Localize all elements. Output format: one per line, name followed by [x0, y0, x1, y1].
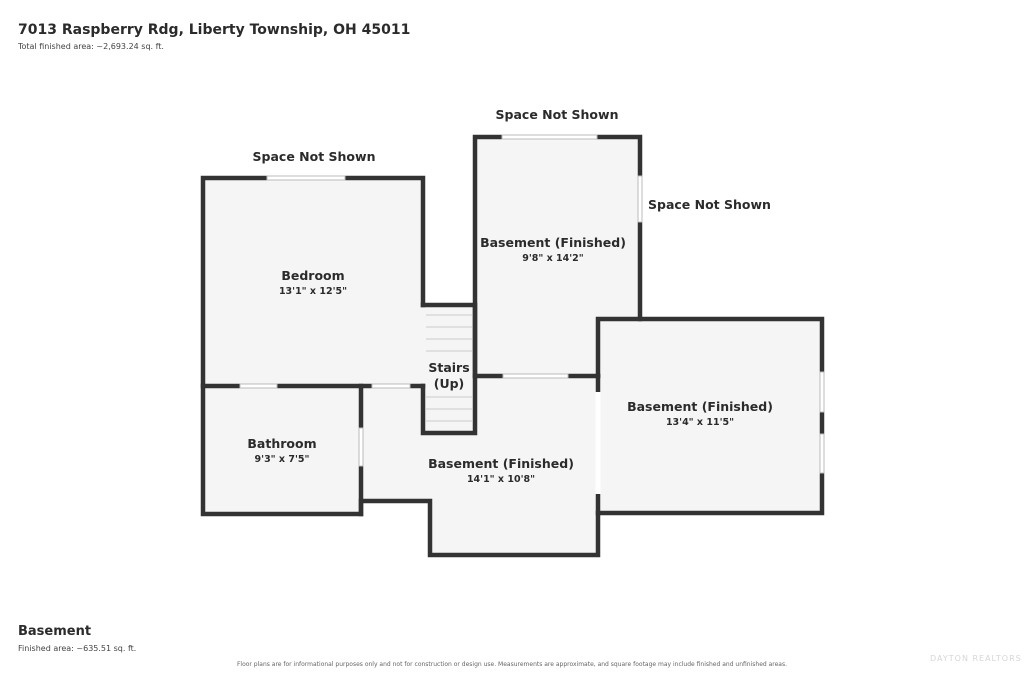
total-finished-area: Total finished area: ~2,693.24 sq. ft. [18, 42, 164, 51]
basement-center-name: Basement (Finished) [428, 456, 574, 471]
stairs-floor [423, 305, 475, 433]
bedroom-dims: 13'1" x 12'5" [279, 286, 347, 297]
floor-name: Basement [18, 624, 92, 639]
bedroom-window-frame [266, 175, 346, 181]
basement-right-dims: 13'4" x 11'5" [666, 417, 734, 428]
bath-door-side-frame [358, 427, 364, 467]
basement-right-window-1-frame [819, 371, 825, 413]
room-labels: Bedroom 13'1" x 12'5" Bathroom 9'3" x 7'… [247, 107, 773, 485]
bathroom-floor [203, 386, 361, 514]
floor-finished-area: Finished area: ~635.51 sq. ft. [18, 644, 137, 653]
window-frames [239, 134, 825, 474]
basement-center-dims: 14'1" x 10'8" [467, 474, 535, 485]
bathroom-name: Bathroom [247, 436, 316, 451]
basement-top-side-window-frame [637, 175, 643, 223]
basement-top-name: Basement (Finished) [480, 235, 626, 250]
space-not-shown-bedroom: Space Not Shown [253, 149, 376, 164]
bathroom-dims: 9'3" x 7'5" [255, 454, 310, 465]
space-not-shown-right: Space Not Shown [648, 197, 771, 212]
basement-right-floor [598, 319, 822, 513]
stairs-wall [420, 302, 478, 436]
basement-right-window-2-frame [819, 433, 825, 474]
bedroom-door-frame [371, 383, 411, 389]
openings [240, 134, 825, 494]
basement-right-name: Basement (Finished) [627, 399, 773, 414]
floor-fills [203, 137, 822, 555]
disclaimer-text: Floor plans are for informational purpos… [236, 661, 788, 668]
bedroom-wall [200, 175, 825, 558]
basement-top-door-frame [502, 373, 569, 379]
bedroom-name: Bedroom [281, 268, 344, 283]
bedroom-floor [203, 178, 423, 386]
brand-watermark: DAYTON REALTORS [930, 654, 1022, 663]
basement-center-floor [361, 376, 598, 555]
space-not-shown-basement-top: Space Not Shown [496, 107, 619, 122]
bath-door-top-frame [239, 383, 278, 389]
basement-top-dims: 9'8" x 14'2" [522, 253, 584, 264]
stairs-label: Stairs [428, 360, 469, 375]
basement-top-window-frame [501, 134, 598, 140]
property-address: 7013 Raspberry Rdg, Liberty Township, OH… [18, 22, 411, 38]
stair-treads [426, 314, 472, 422]
stairs-direction: (Up) [434, 376, 465, 391]
